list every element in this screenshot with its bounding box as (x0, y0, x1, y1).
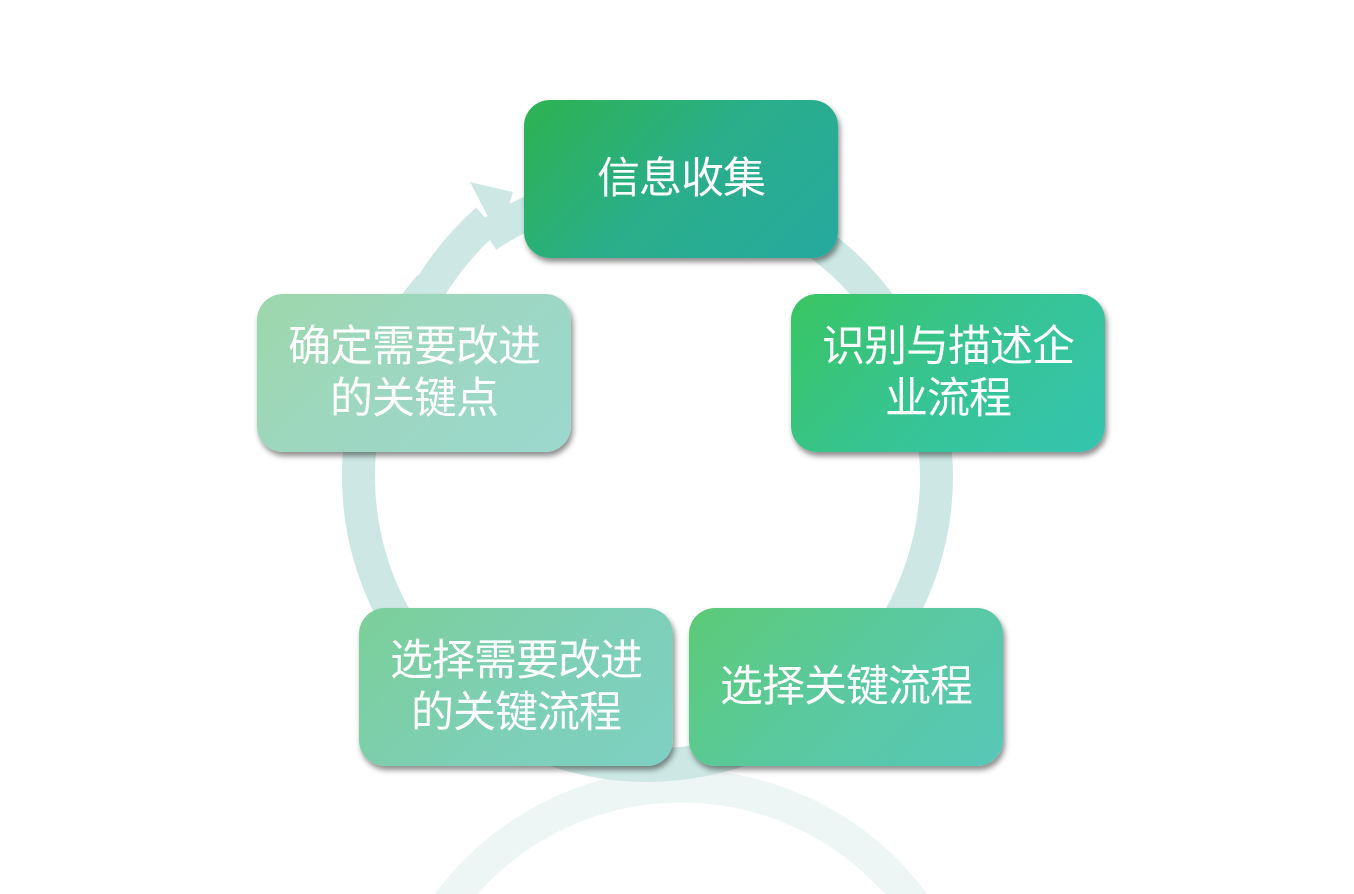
step-select-processes-to-improve: 选择需要改进 的关键流程 (359, 608, 673, 766)
step-label-line1: 识别与描述企 (822, 322, 1075, 372)
step-label-line1: 选择需要改进 (390, 636, 643, 686)
arrow-head-icon (470, 182, 513, 238)
step-determine-improvement-points: 确定需要改进 的关键点 (257, 294, 571, 452)
step-label-line1: 确定需要改进 (288, 322, 541, 372)
step-label: 选择关键流程 (720, 662, 973, 712)
step-label-line2: 业流程 (885, 374, 1012, 424)
step-label: 信息收集 (597, 154, 766, 204)
step-select-key-processes: 选择关键流程 (689, 608, 1003, 766)
step-information-collection: 信息收集 (524, 100, 838, 258)
step-label-line2: 的关键流程 (411, 688, 622, 738)
ring-reflection (434, 769, 928, 894)
step-label-line2: 的关键点 (330, 374, 499, 424)
step-identify-describe-processes: 识别与描述企 业流程 (791, 294, 1105, 452)
